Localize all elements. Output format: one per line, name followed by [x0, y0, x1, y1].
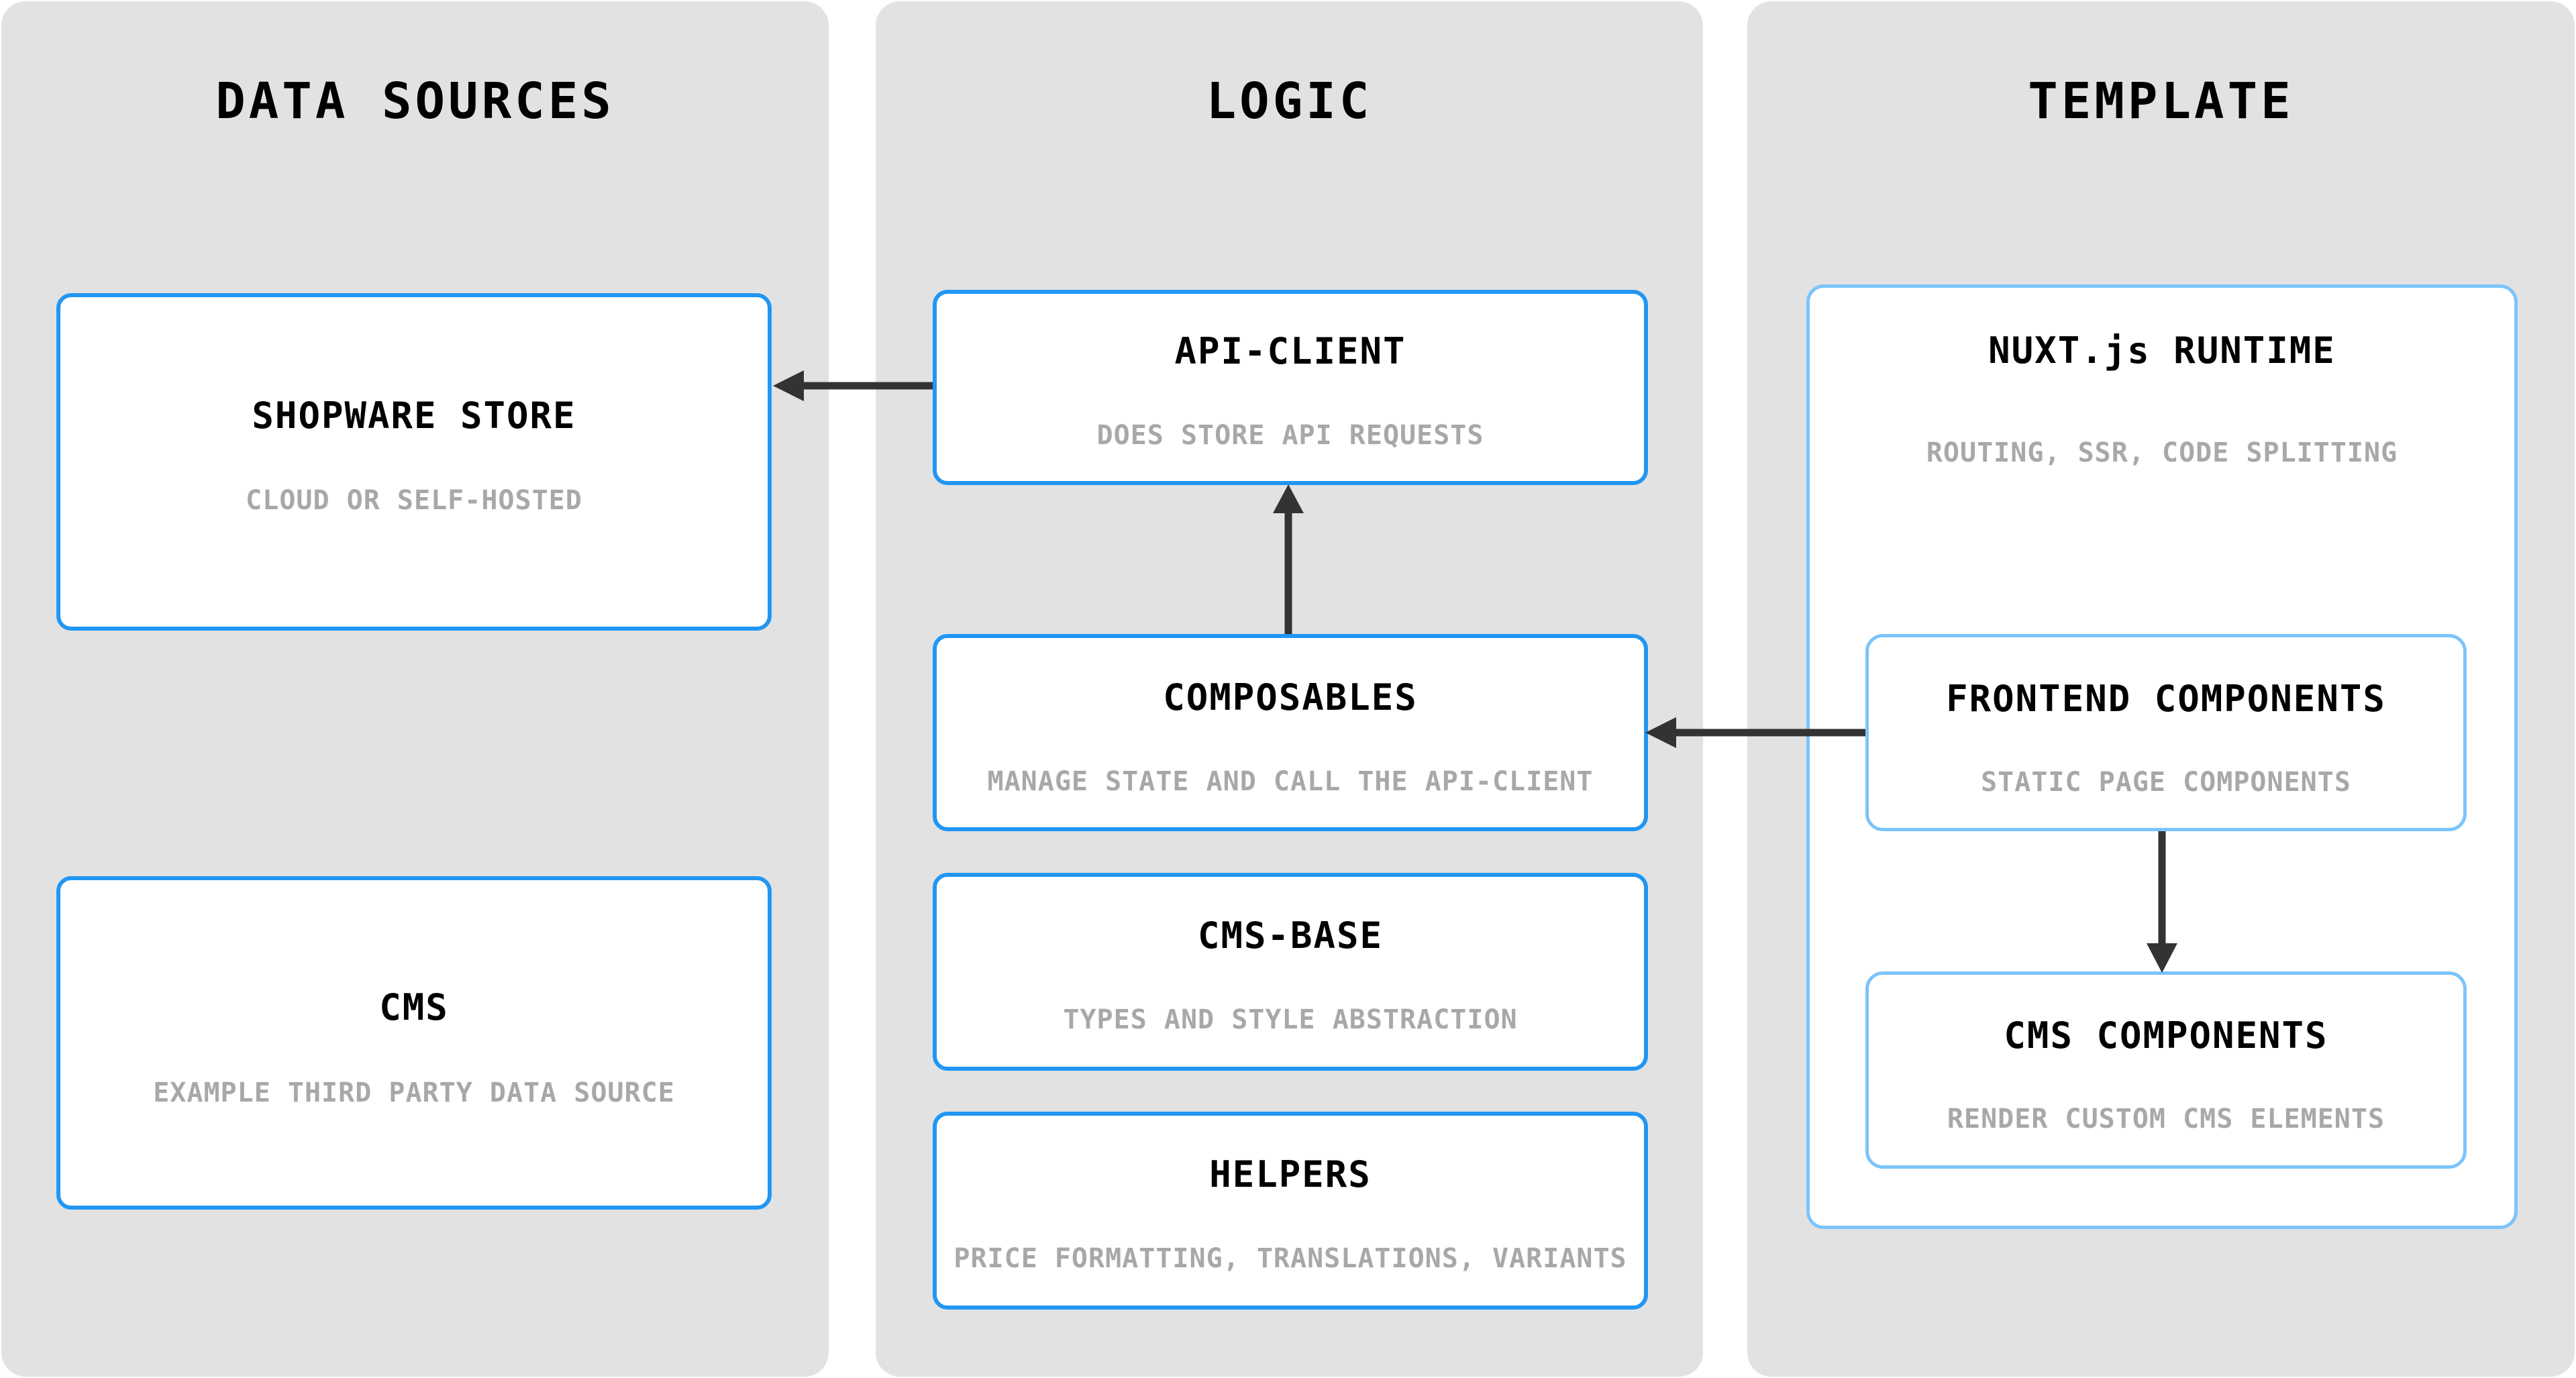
card-subtitle-composables: MANAGE STATE AND CALL THE API-CLIENT	[987, 766, 1594, 797]
card-cms-base[interactable]	[933, 873, 1648, 1071]
card-subtitle-cms-components: RENDER CUSTOM CMS ELEMENTS	[1947, 1104, 2385, 1134]
card-subtitle-shopware-store: CLOUD OR SELF-HOSTED	[246, 485, 582, 516]
card-title-helpers: HELPERS	[1209, 1153, 1372, 1196]
card-title-cms-components: CMS COMPONENTS	[2004, 1014, 2328, 1057]
card-api-client[interactable]	[933, 290, 1648, 485]
card-shopware-store[interactable]	[56, 293, 772, 631]
card-title-api-client: API-CLIENT	[1174, 330, 1406, 372]
card-helpers[interactable]	[933, 1112, 1648, 1310]
card-subtitle-cms-base: TYPES AND STYLE ABSTRACTION	[1063, 1004, 1518, 1035]
card-subtitle-nuxt-runtime: ROUTING, SSR, CODE SPLITTING	[1926, 437, 2398, 468]
card-title-nuxt-runtime: NUXT.js RUNTIME	[1988, 329, 2336, 372]
card-subtitle-helpers: PRICE FORMATTING, TRANSLATIONS, VARIANTS	[954, 1243, 1627, 1274]
card-title-frontend-components: FRONTEND COMPONENTS	[1946, 678, 2386, 720]
card-subtitle-frontend-components: STATIC PAGE COMPONENTS	[1981, 767, 2351, 798]
card-subtitle-cms: EXAMPLE THIRD PARTY DATA SOURCE	[153, 1077, 675, 1108]
card-subtitle-api-client: DOES STORE API REQUESTS	[1096, 420, 1484, 451]
card-title-shopware-store: SHOPWARE STORE	[252, 394, 576, 437]
column-title-logic: LOGIC	[1206, 72, 1373, 130]
card-cms[interactable]	[56, 876, 772, 1210]
column-title-template: TEMPLATE	[2028, 72, 2294, 130]
card-composables[interactable]	[933, 634, 1648, 831]
card-title-cms-base: CMS-BASE	[1197, 914, 1384, 957]
card-frontend-components[interactable]	[1865, 634, 2467, 831]
card-cms-components[interactable]	[1865, 971, 2467, 1169]
column-title-data-sources: DATA SOURCES	[215, 72, 615, 130]
card-title-cms: CMS	[379, 986, 449, 1028]
card-title-composables: COMPOSABLES	[1163, 676, 1418, 719]
